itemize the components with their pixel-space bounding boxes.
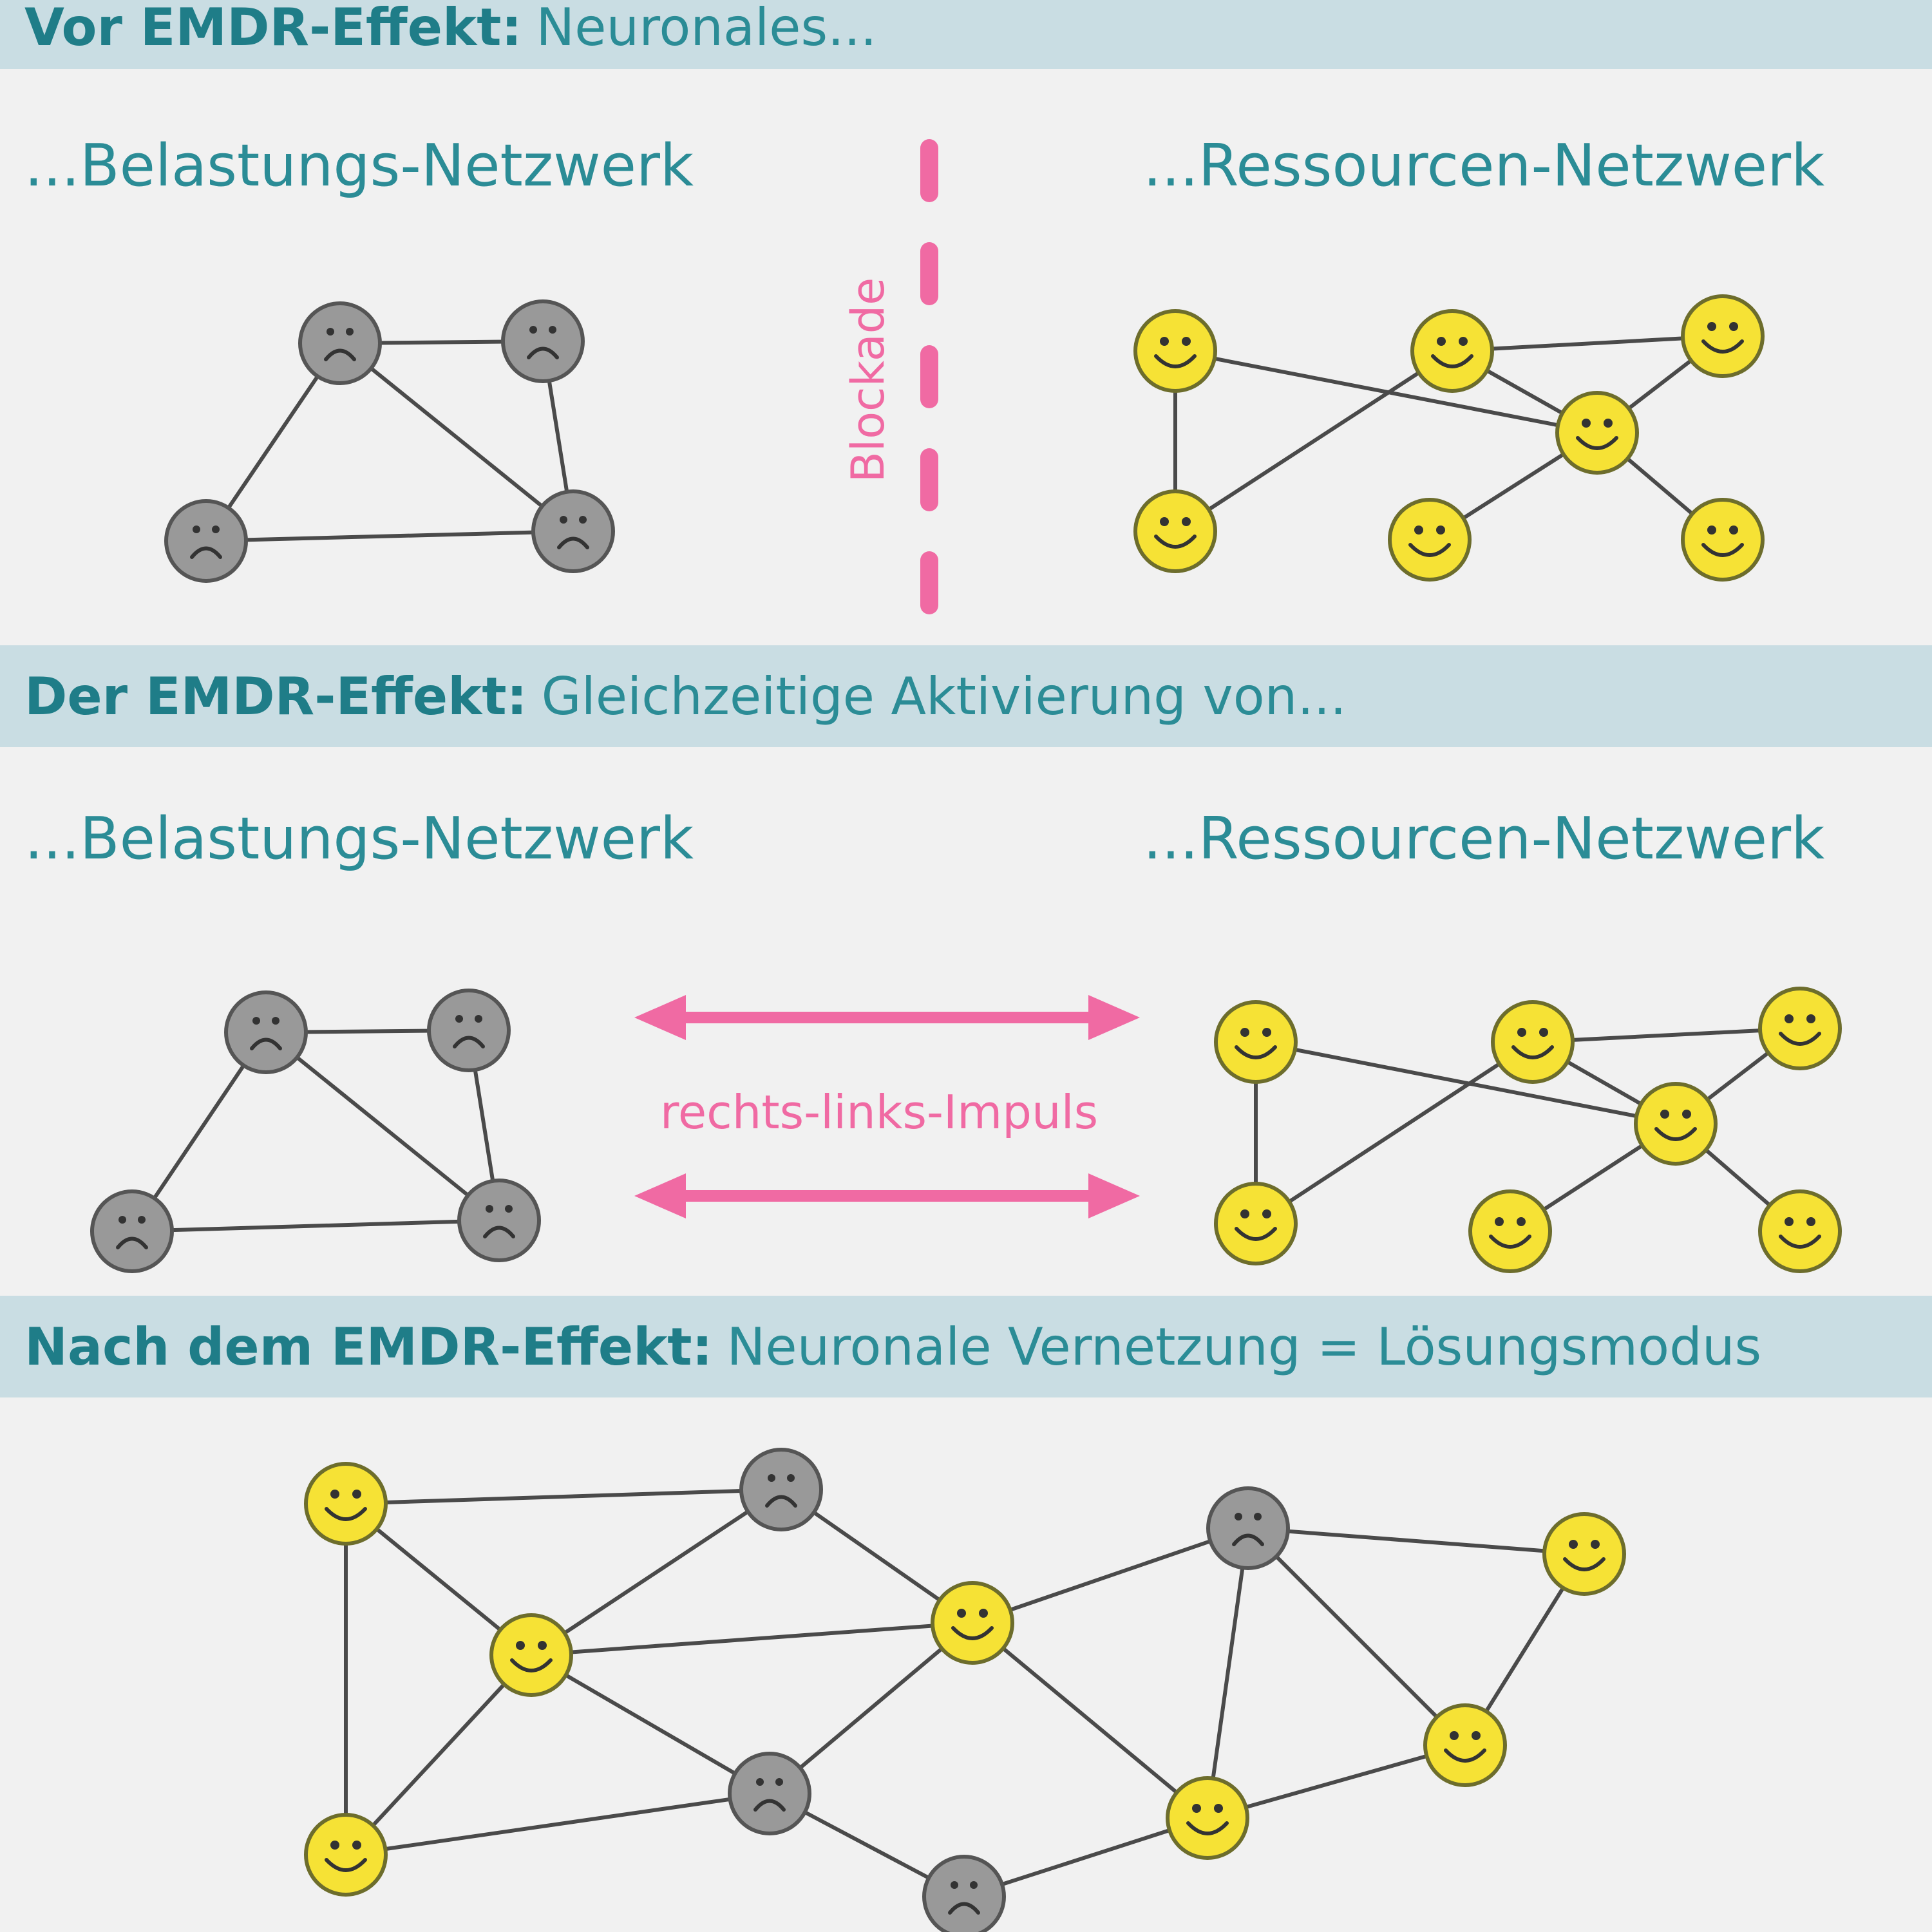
happy-face-icon	[1544, 1514, 1624, 1594]
resource-network-label-2: ...Ressourcen-Netzwerk	[1143, 805, 1825, 873]
blockade-label: Blockade	[842, 278, 895, 483]
sad-face-icon	[92, 1191, 172, 1271]
happy-face-icon	[1216, 1002, 1296, 1082]
happy-face-icon	[1135, 491, 1215, 571]
happy-face-icon	[306, 1815, 386, 1895]
sad-face-icon	[166, 501, 246, 581]
sad-face-icon	[924, 1857, 1004, 1932]
happy-face-icon	[491, 1615, 571, 1695]
header-during: Der EMDR-Effekt: Gleichzeitige Aktivieru…	[0, 645, 1932, 747]
happy-face-icon	[1557, 393, 1637, 473]
happy-face-icon	[1683, 296, 1763, 376]
stress-network-label-1: ...Belastungs-Netzwerk	[24, 132, 694, 200]
sad-face-icon	[503, 301, 583, 381]
sad-face-icon	[1208, 1488, 1288, 1568]
header-before-bold: Vor EMDR-Effekt:	[24, 0, 522, 57]
double-arrow-icon	[634, 1173, 1140, 1218]
integrated-network	[306, 1450, 1624, 1932]
happy-face-icon	[1168, 1778, 1247, 1858]
header-after-text: Neuronale Vernetzung = Lösungsmodus	[726, 1316, 1762, 1377]
header-before-text: Neuronales...	[536, 0, 877, 57]
header-during-bold: Der EMDR-Effekt:	[24, 666, 527, 726]
happy-face-icon	[1636, 1084, 1716, 1164]
happy-face-icon	[933, 1583, 1012, 1663]
double-arrow-icon	[634, 995, 1140, 1040]
happy-face-icon	[306, 1464, 386, 1544]
happy-face-icon	[1216, 1184, 1296, 1264]
happy-face-icon	[1493, 1002, 1573, 1082]
stress-network-label-2: ...Belastungs-Netzwerk	[24, 805, 694, 873]
header-during-text: Gleichzeitige Aktivierung von...	[541, 666, 1347, 726]
sad-face-icon	[533, 491, 613, 571]
header-before: Vor EMDR-Effekt: Neuronales...	[0, 0, 1932, 69]
header-after: Nach dem EMDR-Effekt: Neuronale Vernetzu…	[0, 1296, 1932, 1397]
happy-face-icon	[1425, 1705, 1505, 1785]
resource-network-label-1: ...Ressourcen-Netzwerk	[1143, 132, 1825, 200]
happy-face-icon	[1412, 311, 1492, 391]
happy-face-icon	[1135, 311, 1215, 391]
header-after-bold: Nach dem EMDR-Effekt:	[24, 1316, 713, 1377]
happy-face-icon	[1760, 1191, 1840, 1271]
happy-face-icon	[1760, 989, 1840, 1068]
sad-face-icon	[459, 1180, 539, 1260]
sad-face-icon	[226, 992, 306, 1072]
sad-face-icon	[730, 1754, 810, 1833]
sad-face-icon	[429, 990, 509, 1070]
happy-face-icon	[1470, 1191, 1550, 1271]
impulse-label: rechts-links-Impuls	[660, 1085, 1098, 1139]
integrated-network-edges	[344, 1488, 1586, 1899]
sad-face-icon	[300, 303, 380, 383]
happy-face-icon	[1683, 500, 1763, 580]
sad-face-icon	[741, 1450, 821, 1530]
happy-face-icon	[1390, 500, 1470, 580]
